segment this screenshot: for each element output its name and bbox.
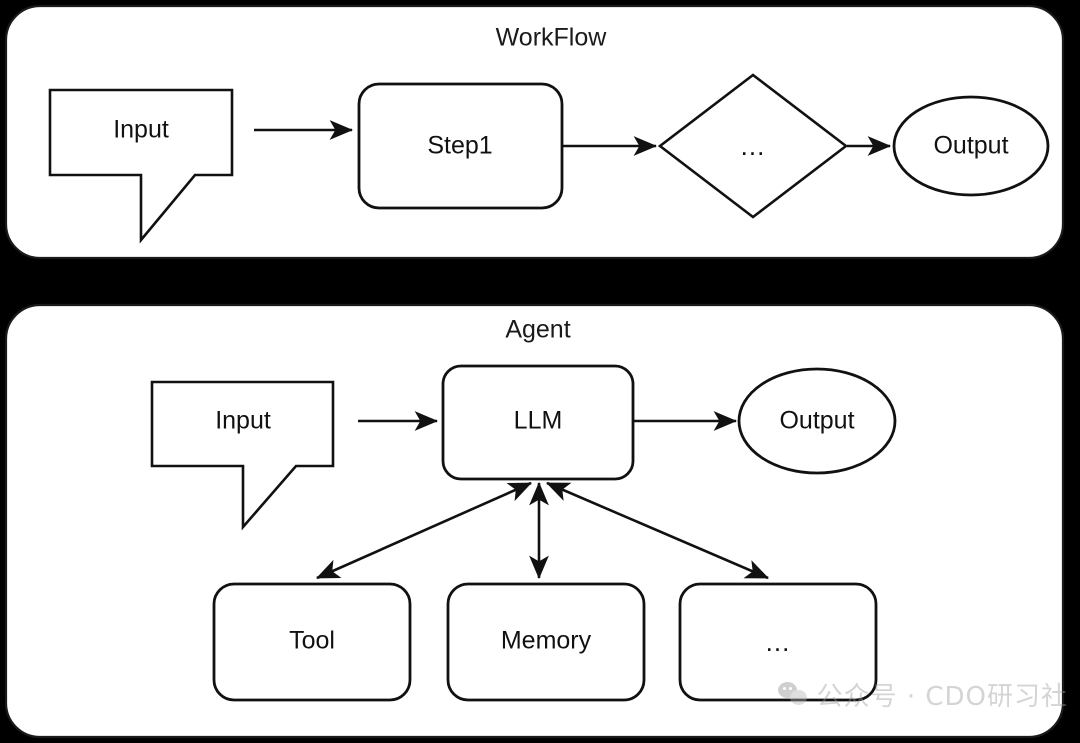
wf-input-callout-shape	[48, 88, 234, 244]
wf-step1-shape	[357, 82, 564, 210]
node-wf-input[interactable]: Input	[48, 88, 234, 244]
wf-output-ellipse-shape	[892, 95, 1050, 197]
ag-output-label: Output	[779, 407, 854, 435]
ag-output-ellipse-shape	[737, 367, 897, 475]
wf-output-label: Output	[933, 132, 1008, 160]
node-ag-tool[interactable]: Tool	[212, 582, 412, 702]
node-wf-step1[interactable]: Step1	[357, 82, 564, 210]
node-ag-more[interactable]: ...	[678, 582, 878, 702]
ag-more-label: ...	[766, 627, 791, 657]
wf-more-label: ...	[741, 131, 766, 161]
node-ag-memory[interactable]: Memory	[446, 582, 646, 702]
node-wf-more[interactable]: ...	[657, 73, 849, 219]
panel-agent-title: Agent	[505, 316, 570, 344]
wf-input-label: Input	[113, 116, 169, 144]
panel-agent: Agent Input LLM Output	[4, 303, 1065, 739]
ag-llm-label: LLM	[514, 407, 563, 435]
ag-llm-shape	[441, 364, 635, 481]
ag-input-label: Input	[215, 407, 271, 435]
ag-memory-label: Memory	[501, 627, 592, 655]
node-ag-llm[interactable]: LLM	[441, 364, 635, 481]
node-ag-input[interactable]: Input	[150, 380, 335, 531]
wf-step1-label: Step1	[427, 132, 492, 160]
wf-more-diamond-shape	[657, 73, 849, 219]
node-wf-output[interactable]: Output	[892, 95, 1050, 197]
edge-ag-llm-to-tool	[316, 481, 532, 580]
ag-tool-shape	[212, 582, 412, 702]
panel-workflow-title: WorkFlow	[496, 24, 608, 52]
node-ag-output[interactable]: Output	[737, 367, 897, 475]
ag-more-shape	[678, 582, 878, 702]
ag-input-callout-shape	[150, 380, 335, 531]
ag-tool-label: Tool	[289, 627, 335, 655]
ag-memory-shape	[446, 582, 646, 702]
panel-workflow: WorkFlow Input Step1 ...	[4, 4, 1065, 260]
edge-ag-llm-to-more	[546, 481, 769, 580]
